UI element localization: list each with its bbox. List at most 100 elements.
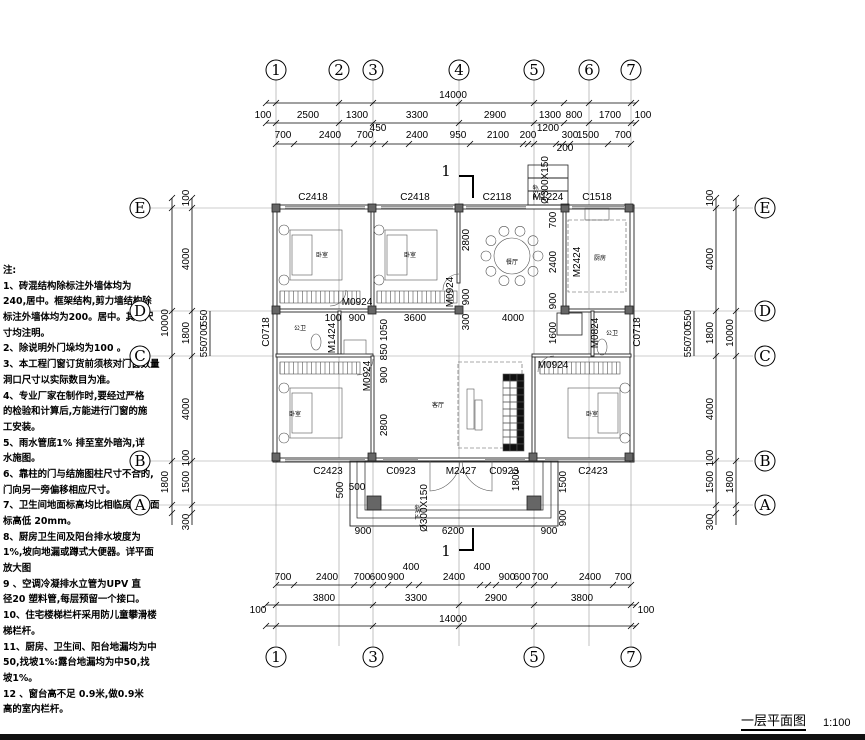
dimension-text: 3800 xyxy=(313,593,336,604)
note-line: 11、厨房、卫生间、阳台地漏均为中 xyxy=(3,641,157,653)
room-label: 厨房 xyxy=(594,254,606,262)
note-line: 50,找坡1%:露台地漏均为中50,找 xyxy=(3,657,150,669)
room-label: 餐厅 xyxy=(506,258,518,266)
axis-label: C xyxy=(759,347,770,365)
dimension-text: 2400 xyxy=(548,250,559,273)
toilet xyxy=(310,333,322,351)
dimension-text: 600 xyxy=(370,572,387,583)
step-label: 下3步 xyxy=(532,184,540,200)
dimension-text: 300 xyxy=(562,130,579,141)
column xyxy=(526,495,542,511)
sofa-cell xyxy=(509,401,518,410)
axis-label: A xyxy=(759,496,771,514)
dimension-text: 900 xyxy=(558,509,569,526)
dimension-text: 1500 xyxy=(577,130,600,141)
room-label: 卧室 xyxy=(289,410,301,418)
note-line: 洞口尺寸以实际数目为准。 xyxy=(3,374,116,386)
column xyxy=(624,203,634,213)
drawing-title: 一层平面图 xyxy=(741,714,807,731)
opening-tag: C1518 xyxy=(582,192,612,203)
dimension-text: 100 xyxy=(181,449,192,466)
room-label: 公卫 xyxy=(606,330,618,337)
chair xyxy=(527,265,539,277)
dimension-text: 1700 xyxy=(599,110,622,121)
entry-steps xyxy=(527,164,569,206)
dimension-text: 100 xyxy=(255,110,272,121)
wall xyxy=(275,353,374,358)
dimension-text: 900 xyxy=(461,288,472,305)
note-line: 7、卫生间地面标高均比相临房间地面 xyxy=(3,500,160,512)
wardrobe xyxy=(279,290,361,304)
dimension-text: 700 xyxy=(357,130,374,141)
opening-tag: C0923 xyxy=(386,466,416,477)
sofa-cell xyxy=(516,422,525,431)
sofa-cell xyxy=(509,429,518,438)
axis-bubble xyxy=(328,59,350,81)
note-line: 1、砖混结构除标注外墙体均为 xyxy=(3,280,132,292)
sofa-cell xyxy=(502,373,511,382)
wardrobe xyxy=(376,290,458,304)
axis-label: 3 xyxy=(368,648,378,666)
dimension-total: 14000 xyxy=(439,614,467,625)
sofa-cell xyxy=(502,436,511,445)
opening-tag: M1424 xyxy=(327,322,338,353)
chair xyxy=(532,250,544,262)
dimension-text: 2800 xyxy=(461,228,472,251)
note-line: 水施图。 xyxy=(3,453,41,465)
axis-bubble xyxy=(129,450,151,472)
dimension-text: 850 xyxy=(379,343,390,360)
axis-bubble xyxy=(754,197,776,219)
dimension-text: 4000 xyxy=(705,247,716,270)
chair xyxy=(498,275,510,287)
section-label: 1 xyxy=(441,542,451,560)
room-label: 卧室 xyxy=(316,251,328,259)
dimension-text: 700 xyxy=(275,130,292,141)
sofa-cell xyxy=(516,401,525,410)
dimension-text: 2500 xyxy=(297,110,320,121)
dimension-text: 1800 xyxy=(181,321,192,344)
dimension-text: 550 xyxy=(683,309,694,326)
opening-tag: C2118 xyxy=(483,192,512,203)
column xyxy=(367,452,377,462)
dimension-text: 900 xyxy=(388,572,405,583)
opening-tag: C2418 xyxy=(400,192,430,203)
column xyxy=(624,305,634,315)
sofa-cell xyxy=(516,387,525,396)
axis-bubble xyxy=(754,300,776,322)
dimension-text: 1200 xyxy=(537,123,560,134)
dimension-text: 1800 xyxy=(705,321,716,344)
note-line: 10、住宅楼梯栏杆采用防儿童攀滑楼 xyxy=(3,610,157,622)
column xyxy=(271,452,281,462)
dimension-text: 2900 xyxy=(484,110,507,121)
kitchen-counter xyxy=(567,219,627,293)
column xyxy=(367,305,377,315)
dimension-text: 900 xyxy=(548,292,559,309)
axis-label: 6 xyxy=(584,61,594,79)
dimension-text: 1500 xyxy=(181,470,192,493)
opening-tag: C2423 xyxy=(578,466,608,477)
sofa-cell xyxy=(516,408,525,417)
axis-bubble xyxy=(265,646,287,668)
section-mark-top xyxy=(459,175,474,198)
wall xyxy=(370,207,375,312)
opening-tag: M0924 xyxy=(362,360,373,391)
chair xyxy=(485,235,497,247)
dimension-text: 800 xyxy=(566,110,583,121)
living-rug xyxy=(457,361,523,449)
drawing-scale: 1:100 xyxy=(823,717,851,729)
note-line: 工安装。 xyxy=(3,421,41,433)
room-label: 卧室 xyxy=(586,410,598,418)
axis-bubble xyxy=(620,646,642,668)
dimension-text: 900 xyxy=(541,526,558,537)
coffee-table xyxy=(474,399,483,431)
dimension-text: 2800 xyxy=(379,413,390,436)
axis-bubble xyxy=(620,59,642,81)
bed xyxy=(289,387,343,439)
opening-tag: M2424 xyxy=(572,246,583,277)
sink xyxy=(584,207,610,221)
dimension-text: 4000 xyxy=(181,247,192,270)
sofa-cell xyxy=(516,394,525,403)
dimension-text: 4000 xyxy=(705,397,716,420)
sofa-cell xyxy=(516,415,525,424)
dimension-text: 900 xyxy=(355,526,372,537)
